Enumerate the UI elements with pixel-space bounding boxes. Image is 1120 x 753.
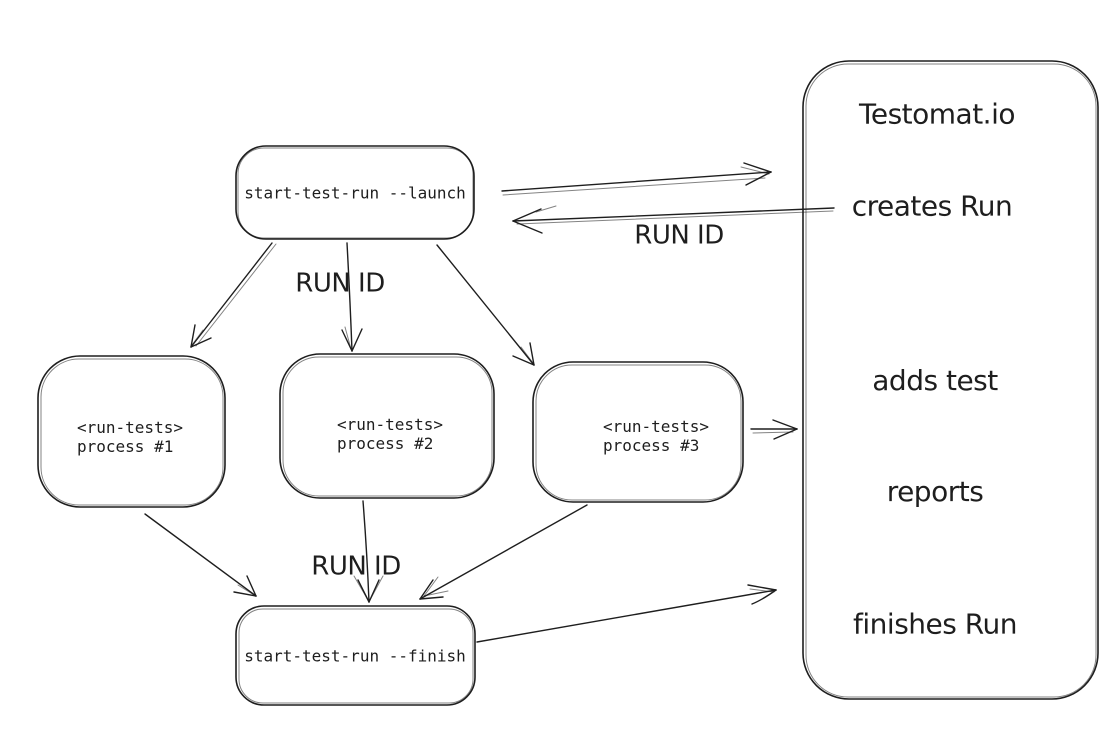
- process-3-label-line2: process #3: [603, 436, 700, 455]
- launch-node-box: [235, 145, 475, 240]
- adds-reports-line2: reports: [886, 475, 984, 508]
- testomat-step-adds-reports: adds test reports: [872, 288, 998, 584]
- finish-node-box: [235, 605, 476, 706]
- run-id-label-middle: RUN ID: [295, 268, 385, 299]
- testomat-step-finishes-run: finishes Run: [853, 607, 1017, 641]
- arrow-launch-to-testomat: [501, 162, 772, 196]
- launch-node-label: start-test-run --launch: [244, 183, 466, 203]
- arrow-launch-to-process-2: [341, 242, 363, 352]
- process-3-node-label: <run-tests> process #3: [603, 417, 709, 455]
- process-2-label-line2: process #2: [337, 434, 434, 453]
- process-3-label-line1: <run-tests>: [603, 417, 709, 436]
- run-id-label-top: RUN ID: [634, 220, 724, 251]
- run-id-label-bottom: RUN ID: [311, 551, 401, 582]
- arrow-process-3-to-finish: [419, 504, 588, 600]
- arrow-process-1-to-finish: [144, 513, 257, 597]
- process-1-label-line1: <run-tests>: [77, 418, 183, 437]
- process-2-node-label: <run-tests> process #2: [337, 415, 443, 453]
- process-1-node-box: [37, 355, 226, 508]
- process-2-label-line1: <run-tests>: [337, 415, 443, 434]
- process-3-node-box: [532, 361, 744, 503]
- adds-reports-line1: adds test: [872, 364, 998, 397]
- arrow-process-3-to-testomat: [750, 419, 798, 440]
- arrow-process-2-to-finish: [353, 500, 384, 603]
- arrow-testomat-to-launch: [512, 205, 835, 234]
- arrow-launch-to-process-3: [436, 244, 535, 366]
- arrow-finish-to-testomat: [476, 584, 777, 643]
- testomat-title: Testomat.io: [859, 97, 1016, 131]
- testomat-step-creates-run: creates Run: [851, 189, 1013, 223]
- arrow-launch-to-process-1: [190, 242, 277, 348]
- finish-node-label: start-test-run --finish: [244, 646, 466, 666]
- testomat-node-box: [802, 60, 1099, 700]
- process-2-node-box: [279, 353, 495, 499]
- process-1-label-line2: process #1: [77, 437, 174, 456]
- process-1-node-label: <run-tests> process #1: [77, 418, 183, 456]
